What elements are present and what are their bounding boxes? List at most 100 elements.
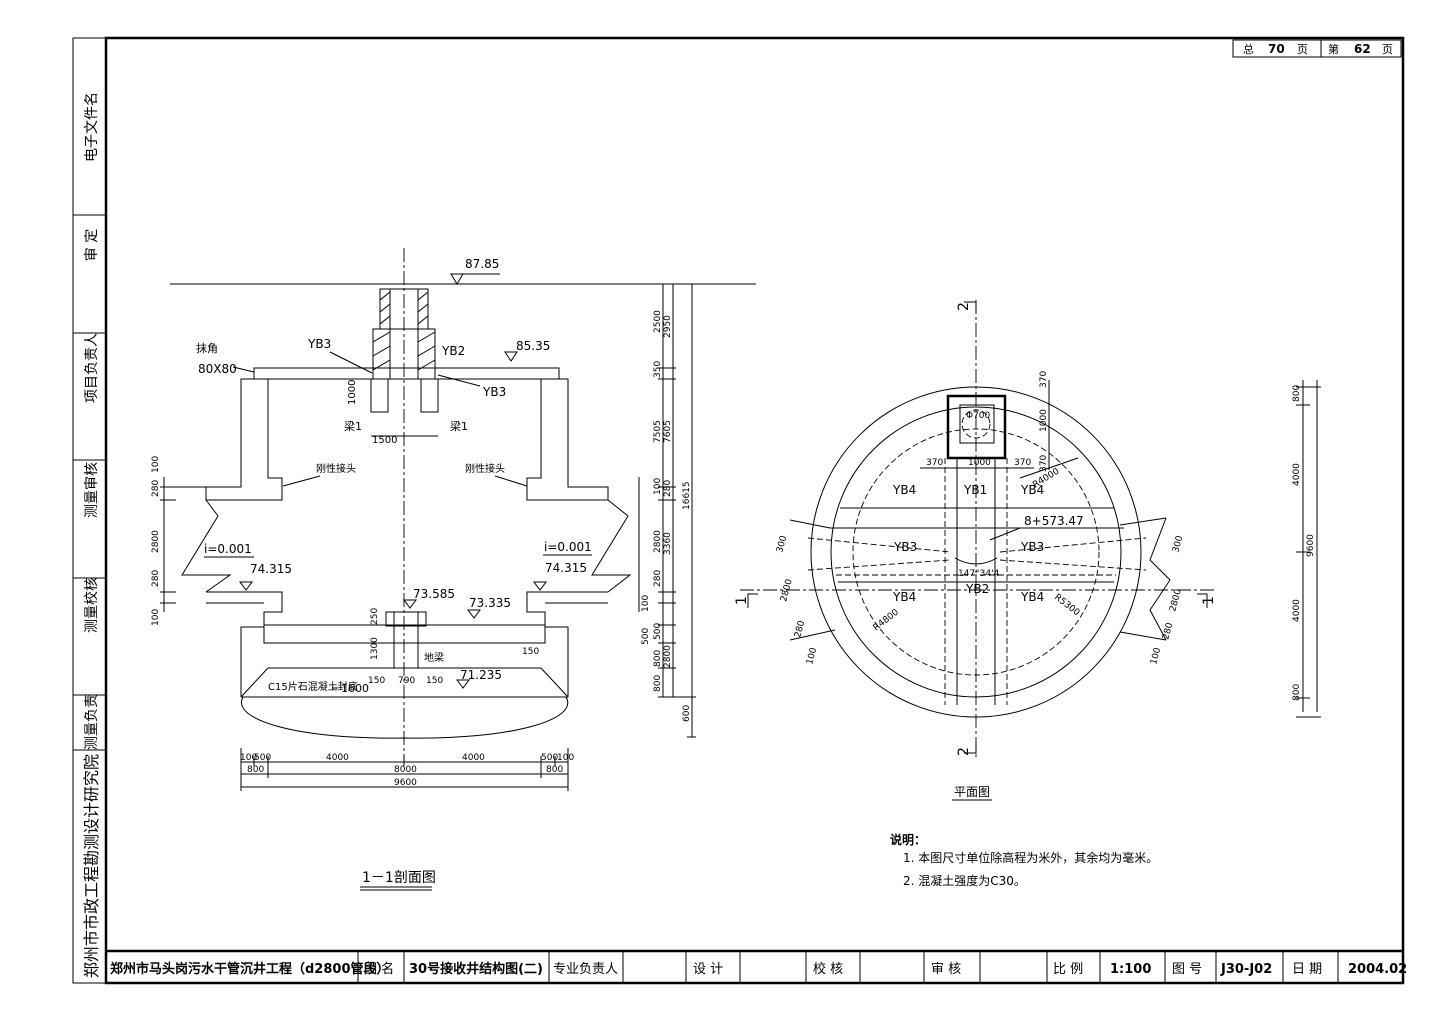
svg-text:100: 100 [240, 753, 257, 763]
svg-text:2800: 2800 [151, 530, 161, 553]
svg-text:280: 280 [1161, 621, 1175, 640]
svg-text:页: 页 [1297, 43, 1308, 56]
svg-text:梁1: 梁1 [450, 419, 468, 433]
notes: 说明： 1. 本图尺寸单位除高程为米外，其余均为毫米。 2. 混凝土强度为C30… [890, 832, 1158, 888]
svg-text:YB3: YB3 [893, 540, 917, 554]
svg-text:100: 100 [151, 609, 161, 626]
svg-text:YB4: YB4 [1020, 483, 1044, 497]
svg-text:280: 280 [151, 570, 161, 587]
svg-text:4000: 4000 [1292, 463, 1302, 486]
svg-text:9600: 9600 [394, 778, 417, 788]
svg-text:C15片石混凝土封底: C15片石混凝土封底 [268, 680, 358, 693]
svg-text:R5300: R5300 [1052, 592, 1081, 618]
svg-text:7605: 7605 [663, 420, 673, 443]
svg-text:7505: 7505 [653, 420, 663, 443]
svg-text:YB3: YB3 [482, 385, 506, 399]
svg-text:370: 370 [1039, 455, 1049, 472]
svg-text:100: 100 [557, 753, 574, 763]
svg-text:1500: 1500 [372, 435, 397, 446]
svg-text:800: 800 [1292, 385, 1302, 402]
elev-floor2: 73.335 [469, 596, 511, 610]
svg-text:YB4: YB4 [892, 483, 916, 497]
plan-title: 平面图 [954, 785, 990, 799]
svg-text:4000: 4000 [1292, 599, 1302, 622]
svg-text:800: 800 [1292, 684, 1302, 701]
scale-value: 1:100 [1110, 962, 1151, 977]
svg-text:校 核: 校 核 [813, 961, 843, 977]
svg-text:1000: 1000 [1039, 409, 1049, 432]
project-name: 郑州市马头岗污水干管沉井工程（d2800管段） [110, 961, 390, 977]
svg-text:4000: 4000 [326, 753, 349, 763]
svg-text:2. 混凝土强度为C30。: 2. 混凝土强度为C30。 [903, 873, 1026, 888]
svg-text:审 核: 审 核 [931, 962, 961, 977]
svg-text:抹角: 抹角 [196, 342, 218, 355]
svg-text:1000: 1000 [968, 458, 991, 468]
svg-text:2800: 2800 [1168, 588, 1184, 613]
svg-text:Φ700: Φ700 [966, 411, 991, 421]
svg-text:2500: 2500 [653, 310, 663, 333]
svg-text:地梁: 地梁 [424, 651, 444, 664]
svg-text:300: 300 [775, 534, 789, 553]
elev-ground: 87.85 [465, 257, 499, 271]
elev-floor: 73.585 [413, 587, 455, 601]
strip-project-lead: 项目负责人 [84, 333, 100, 403]
strip-survey-review: 测量审核 [84, 462, 100, 518]
strip-survey-check: 测量校核 [83, 577, 100, 633]
svg-text:800: 800 [653, 650, 663, 667]
svg-text:图 号: 图 号 [1172, 962, 1202, 977]
svg-text:150: 150 [368, 676, 385, 686]
svg-text:刚性接头: 刚性接头 [316, 462, 356, 475]
svg-text:280: 280 [151, 480, 161, 497]
svg-text:YB4: YB4 [1020, 590, 1044, 604]
svg-text:刚性接头: 刚性接头 [465, 462, 505, 475]
svg-text:100: 100 [653, 478, 663, 495]
elev-pipe-right: 74.315 [545, 561, 587, 575]
outer-circle [810, 386, 1142, 718]
svg-text:2800: 2800 [663, 645, 673, 668]
svg-text:i=0.001: i=0.001 [544, 540, 592, 554]
svg-text:3360: 3360 [663, 532, 673, 555]
svg-text:500: 500 [653, 623, 663, 640]
svg-text:R4800: R4800 [872, 607, 901, 633]
svg-text:2800: 2800 [653, 530, 663, 553]
svg-text:1. 本图尺寸单位除高程为米外，其余均为毫米。: 1. 本图尺寸单位除高程为米外，其余均为毫米。 [903, 850, 1158, 865]
main-border [104, 36, 1405, 985]
svg-text:1000: 1000 [347, 380, 358, 405]
svg-text:370: 370 [1039, 371, 1049, 388]
svg-text:2: 2 [956, 302, 972, 311]
svg-text:800: 800 [247, 765, 264, 775]
svg-text:日 期: 日 期 [1292, 962, 1322, 977]
svg-text:100: 100 [805, 646, 819, 665]
drawing-date: 2004.02 [1348, 962, 1407, 977]
svg-text:2950: 2950 [663, 315, 673, 338]
svg-text:YB2: YB2 [441, 344, 465, 358]
drawing-name: 30号接收井结构图(二) [409, 961, 543, 977]
title-block: 郑州市马头岗污水干管沉井工程（d2800管段） 图 名 30号接收井结构图(二)… [106, 949, 1407, 983]
elev-pipe-left: 74.315 [250, 562, 292, 576]
svg-text:800: 800 [546, 765, 563, 775]
svg-text:500: 500 [641, 628, 651, 645]
svg-text:147°34'4: 147°34'4 [958, 569, 1000, 579]
svg-text:280: 280 [653, 570, 663, 587]
svg-text:350: 350 [653, 361, 663, 378]
drawing-number: J30-J02 [1220, 962, 1272, 977]
strip-survey-lead: 测量负责 [84, 694, 100, 750]
svg-text:4000: 4000 [462, 753, 485, 763]
svg-text:150: 150 [522, 647, 539, 657]
svg-text:1: 1 [734, 596, 750, 605]
svg-text:第: 第 [1328, 42, 1339, 56]
strip-institute: 郑州市市政工程勘测设计研究院 [82, 754, 101, 978]
svg-text:页: 页 [1382, 43, 1393, 56]
svg-text:比 例: 比 例 [1053, 962, 1083, 977]
svg-text:图 名: 图 名 [364, 961, 394, 977]
svg-text:370: 370 [926, 458, 943, 468]
strip-file-name: 电子文件名 [84, 92, 100, 162]
svg-text:8000: 8000 [394, 765, 417, 775]
svg-text:总: 总 [1243, 42, 1254, 56]
svg-text:1: 1 [1201, 596, 1217, 605]
svg-text:YB4: YB4 [892, 590, 916, 604]
station-label: 8+573.47 [1024, 514, 1084, 528]
svg-text:YB2: YB2 [965, 582, 989, 596]
svg-text:300: 300 [1171, 534, 1185, 553]
svg-text:2: 2 [956, 747, 972, 756]
